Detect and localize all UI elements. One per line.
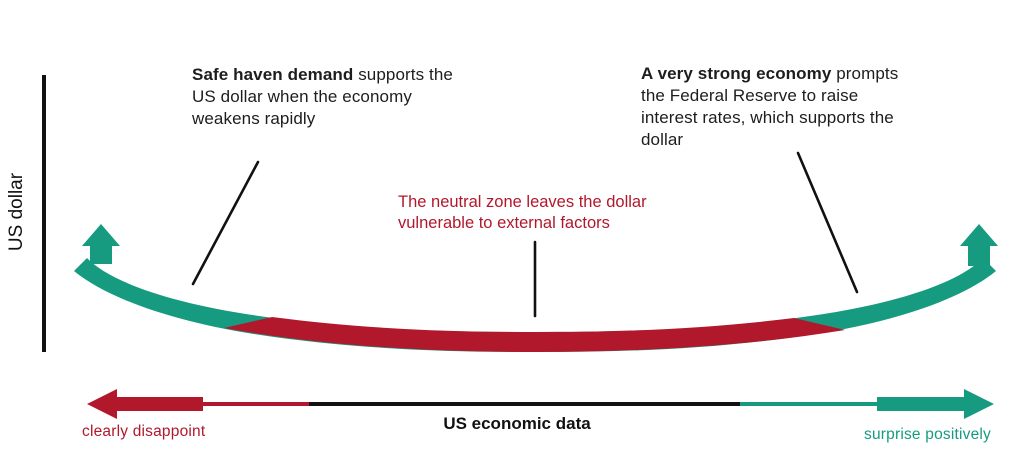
x-axis-title: US economic data (443, 414, 591, 433)
annotation-strong-economy-line1: A very strong economy prompts (641, 64, 899, 83)
annotation-safe-haven-bold: Safe haven demand (192, 65, 354, 84)
x-axis-middle-line (309, 402, 740, 406)
annotation-strong-economy-line3: interest rates, which supports the (641, 108, 894, 127)
right-up-arrow-icon (960, 224, 998, 266)
safe-haven-leader-line (191, 160, 260, 286)
annotation-strong-economy: A very strong economy prompts the Federa… (641, 63, 956, 151)
x-axis-left-caption: clearly disappoint (82, 423, 206, 440)
x-axis-left-arrow-icon (87, 389, 309, 419)
annotation-safe-haven-line3: weakens rapidly (192, 109, 316, 128)
annotation-safe-haven: Safe haven demand supports the US dollar… (192, 64, 497, 130)
annotation-strong-economy-line4: dollar (641, 130, 684, 149)
y-axis-label: US dollar (6, 172, 27, 252)
left-up-arrow-icon (82, 224, 120, 264)
annotation-neutral-zone: The neutral zone leaves the dollar vulne… (398, 192, 718, 234)
annotation-strong-economy-bold: A very strong economy (641, 64, 832, 83)
smile-curve-red-neutral-zone (224, 317, 845, 352)
annotation-neutral-zone-line1: The neutral zone leaves the dollar (398, 193, 647, 211)
y-axis-line (42, 75, 46, 352)
annotation-neutral-zone-line2: vulnerable to external factors (398, 214, 610, 232)
annotation-strong-economy-line2: the Federal Reserve to raise (641, 86, 859, 105)
annotation-safe-haven-line2: US dollar when the economy (192, 87, 412, 106)
x-axis-right-caption: surprise positively (864, 426, 991, 443)
strong-economy-leader-line (796, 151, 859, 294)
annotation-safe-haven-line1: Safe haven demand supports the (192, 65, 453, 84)
x-axis-right-arrow-icon (740, 389, 994, 419)
